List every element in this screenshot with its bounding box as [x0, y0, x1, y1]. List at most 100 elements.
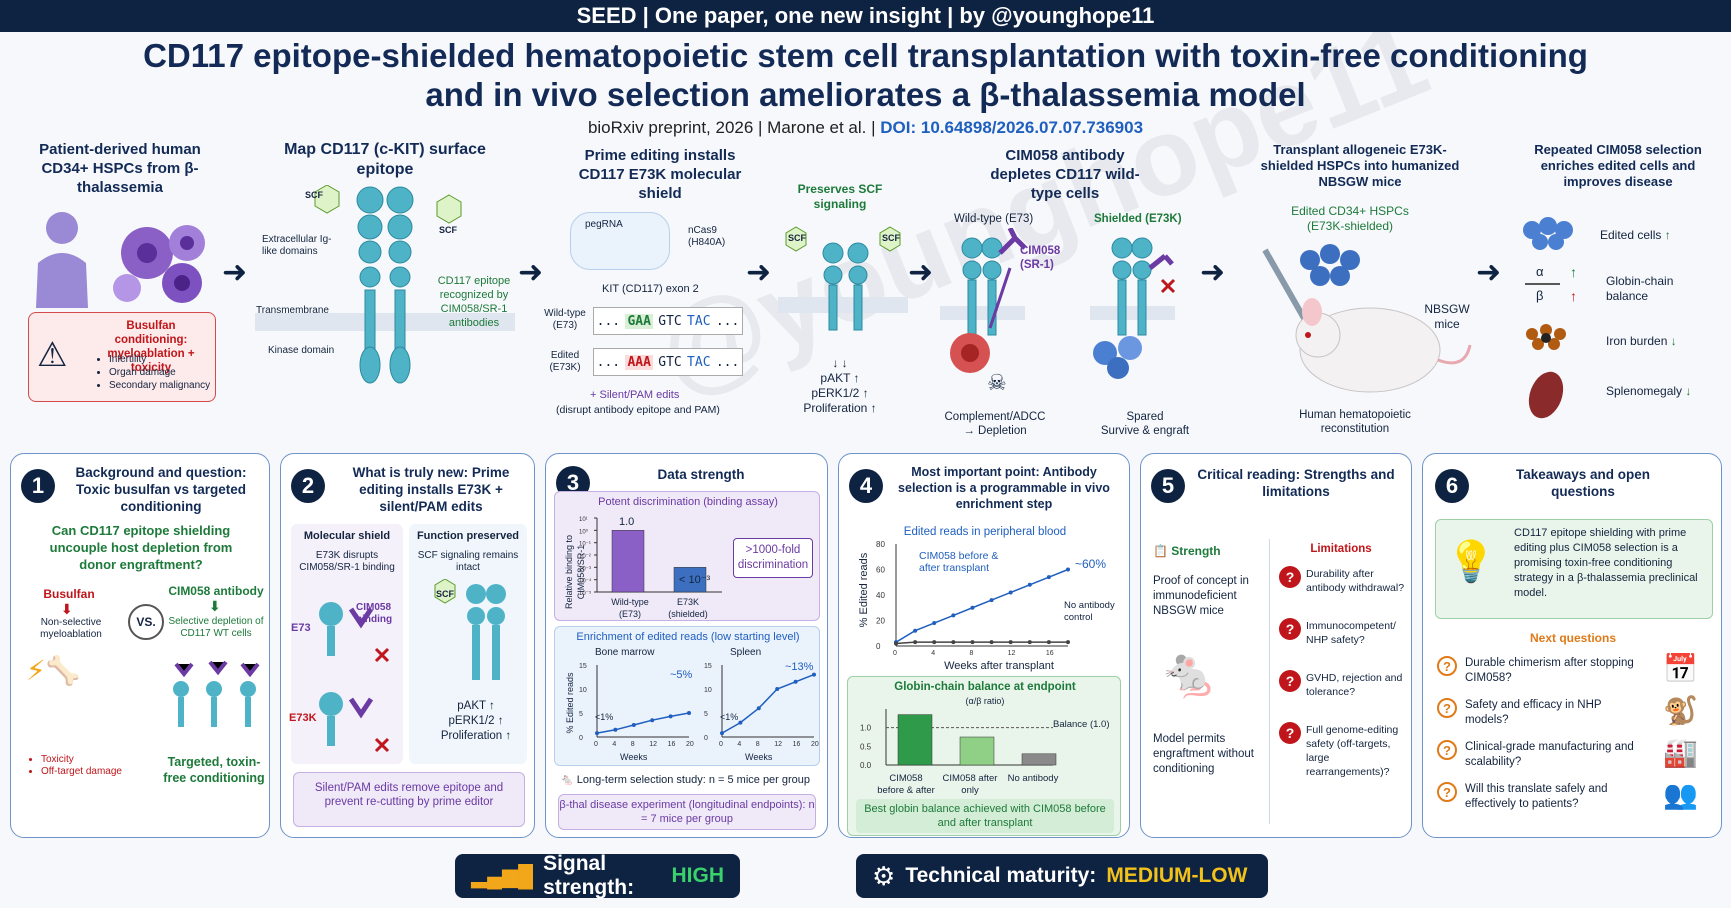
seq-codon: GTC	[658, 354, 682, 370]
seq-dots: ...	[715, 354, 740, 370]
series2-label: No antibody control	[1064, 600, 1115, 623]
data-point	[951, 640, 956, 645]
wt-label: Wild-type (E73)	[954, 213, 1034, 225]
next-question: Durable chimerism after stopping CIM058?	[1465, 657, 1634, 684]
outcome-label: Edited cells	[1600, 228, 1662, 242]
alpha-up-arrow: ↑	[1570, 264, 1577, 280]
data-point	[793, 679, 798, 684]
bar	[897, 714, 933, 766]
kinase-label: Kinase domain	[268, 345, 335, 356]
citation-text: bioRxiv preprint, 2026 | Marone et al. |	[587, 118, 876, 137]
transmembrane-label: Transmembrane	[256, 305, 329, 316]
clipboard-icon: 📋	[1153, 544, 1168, 558]
seq-codon: TAC	[687, 313, 711, 329]
calendar-icon: 📅	[1663, 653, 1698, 684]
step4-title: Preserves SCF signaling	[797, 182, 883, 211]
next-question: Safety and efficacy in NHP models?	[1465, 699, 1602, 726]
title-line-1: CD117 epitope-shielded hematopoietic ste…	[143, 37, 1588, 74]
x-tick-label: 20	[811, 741, 819, 748]
vs-badge: VS.	[128, 604, 164, 640]
x-axis-label: Weeks after transplant	[944, 660, 1054, 672]
y-tick-label: 10⁰	[579, 528, 589, 535]
ig-domain-label: Extracellular Ig-like domains	[262, 234, 332, 257]
data-point	[1027, 640, 1032, 645]
up-arrow-icon: ↑	[1664, 228, 1671, 242]
fold-badge: >1000-fold discrimination	[733, 538, 813, 578]
bm-end-label: ~5%	[670, 669, 693, 681]
chart-subtitle: Globin-chain balance at endpoint	[894, 681, 1076, 693]
limitations-head: Limitations	[1310, 543, 1372, 555]
data-point	[1066, 640, 1070, 645]
y-tick-label: 20	[876, 617, 885, 626]
col2-head: Function preserved	[416, 530, 520, 542]
y-tick-label: 1.0	[860, 724, 872, 733]
series1-label: CIM058 before & after transplant	[919, 550, 999, 574]
depletion-label: Complement/ADCC → Depletion	[944, 411, 1046, 437]
signal-arrows: ↓ ↓	[832, 356, 848, 370]
x-axis-label: Weeks	[745, 752, 773, 762]
x-tick-label: 20	[686, 741, 694, 748]
seq-dots: ...	[596, 313, 621, 329]
doi-link[interactable]: DOI: 10.64898/2026.07.07.736903	[880, 118, 1144, 137]
panel-question: Can CD117 epitope shielding uncouple hos…	[49, 523, 233, 572]
bar	[959, 736, 995, 766]
outcomes-list: α β ↑ ↑ Edited cells ↑ Globin-chain bala…	[1520, 212, 1720, 432]
data-point	[1008, 640, 1013, 645]
bar-label: E73K (shielded)	[668, 597, 708, 619]
col2-sub: SCF signaling remains intact	[417, 550, 519, 573]
strength-item: Model permits engraftment without condit…	[1153, 733, 1255, 775]
x-tick-label: 0	[893, 650, 897, 657]
step5-title: CIM058 antibody depletes CD117 wild-type…	[990, 147, 1140, 202]
mouse-icon: 🐁	[1159, 647, 1219, 700]
question-icon: ?	[1279, 566, 1301, 588]
y-tick-label: 0.5	[860, 742, 872, 751]
x-tick-label: 4	[612, 741, 616, 748]
chart-subtitle: Potent discrimination (binding assay)	[598, 496, 778, 508]
data-point	[775, 687, 780, 691]
panel-foot: Silent/PAM edits remove epitope and prev…	[293, 772, 525, 827]
step1-title: Patient-derived human CD34+ HSPCs from β…	[39, 141, 201, 196]
x-tick-label: 12	[649, 741, 657, 748]
banner-text: SEED | One paper, one new insight | by @…	[576, 3, 1155, 28]
seq-codon: GTC	[658, 313, 682, 329]
y-tick-label: 5	[704, 711, 708, 718]
survive-text: Survive & engraft	[1100, 425, 1190, 437]
flow-arrow-icon: ➜	[1200, 256, 1226, 289]
divider	[1269, 539, 1270, 824]
y-tick-label: 10⁻¹	[579, 542, 591, 548]
bar	[611, 530, 645, 593]
y-axis-label: % Edited reads	[858, 552, 870, 628]
seq-codon-gaa: GAA	[625, 313, 653, 329]
x-tick-label: 8	[756, 741, 760, 748]
mouse-transplant-illustration	[1230, 240, 1480, 415]
cd117-receptor-illustration	[255, 184, 515, 395]
foot1-text: Long-term selection study: n = 5 mice pe…	[576, 774, 811, 786]
spared-label: Spared Survive & engraft	[1100, 410, 1190, 438]
ncas9-label: nCas9 (H840A)	[688, 225, 726, 248]
y-tick-label: 5	[579, 711, 583, 718]
next-head: Next questions	[1529, 631, 1616, 645]
reconstitution-label: Human hematopoietic reconstitution	[1299, 409, 1411, 435]
panel-4: 4 Most important point: Antibody selecti…	[838, 453, 1130, 838]
maturity-value: MEDIUM-LOW	[1106, 864, 1248, 887]
binding-label: CIM058 binding	[356, 602, 393, 625]
warning-title: Busulfan conditioning: myeloablation + t…	[107, 320, 195, 374]
x-tick-label: 8	[631, 741, 635, 748]
data-point	[1008, 590, 1013, 595]
edited-seq-label: Edited (E73K)	[549, 350, 581, 373]
warning-list: Infertility Organ damage Secondary malig…	[109, 353, 214, 392]
cim058-head: CIM058 antibody	[168, 584, 264, 598]
y-tick-label: 10	[579, 687, 587, 694]
step6-title: Transplant allogeneic E73K-shielded HSPC…	[1260, 142, 1460, 189]
question-icon: ?	[1437, 656, 1457, 676]
citation: bioRxiv preprint, 2026 | Marone et al. |…	[0, 118, 1731, 138]
panel-number: 5	[1151, 469, 1185, 503]
y-tick-label: 0.0	[860, 761, 872, 770]
epitope-note: CD117 epitope recognized by CIM058/SR-1 …	[437, 275, 511, 329]
depletion-illustration	[940, 226, 1180, 388]
scf-label: SCF	[305, 190, 323, 200]
busulfan-sub: Non-selective myeloablation	[40, 617, 102, 640]
flow-arrow-icon: ➜	[908, 256, 934, 289]
flow-arrow-icon: ➜	[222, 256, 248, 289]
